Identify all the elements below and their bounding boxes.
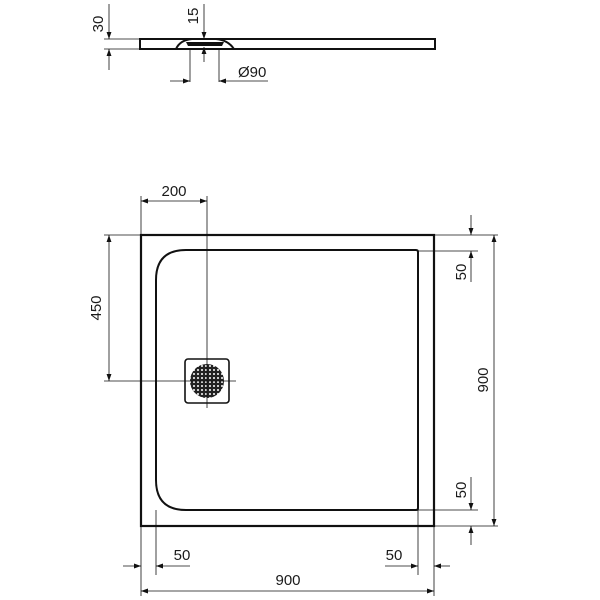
drain-offset-x-label: 200 bbox=[161, 183, 186, 200]
depth-label: 900 bbox=[475, 367, 492, 392]
drain-offset-y-label: 450 bbox=[88, 295, 105, 320]
profile-thickness-label: 30 bbox=[90, 16, 107, 33]
width-label: 900 bbox=[275, 572, 300, 589]
rim-top-label: 50 bbox=[453, 264, 470, 281]
tray-profile bbox=[139, 38, 436, 50]
rim-left-label: 50 bbox=[174, 547, 191, 564]
tray-basin bbox=[155, 249, 419, 511]
profile-drain-depth-label: 15 bbox=[185, 8, 202, 25]
rim-bottom-label: 50 bbox=[453, 482, 470, 499]
rim-right-label: 50 bbox=[386, 547, 403, 564]
profile-view: 30 15 Ø90 bbox=[90, 4, 436, 84]
tray-outline bbox=[139, 233, 436, 528]
profile-drain-diameter-label: Ø90 bbox=[238, 64, 266, 81]
plan-view: 200 450 50 50 900 50 50 bbox=[88, 183, 498, 596]
